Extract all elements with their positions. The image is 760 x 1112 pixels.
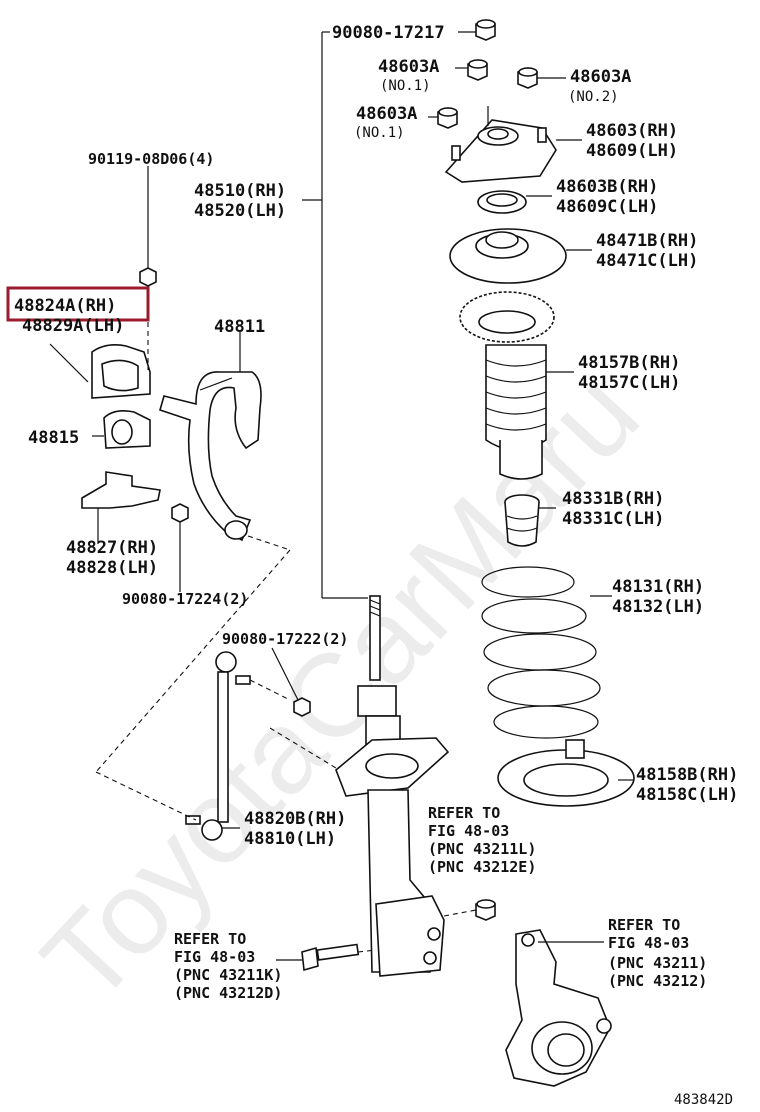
strut-assembly-bracket <box>302 31 368 599</box>
ref2-line4: (PNC 43212D) <box>174 984 282 1002</box>
label-48471b-rh: 48471B(RH) <box>596 231 698 251</box>
ref1-line3: (PNC 43211L) <box>428 840 536 858</box>
ref2-line2: FIG 48-03 <box>174 948 255 966</box>
strut-mount[interactable] <box>444 106 557 183</box>
label-48603a-1-no: (NO.1) <box>380 78 431 94</box>
label-48157c-lh: 48157C(LH) <box>578 373 680 393</box>
bracket-bolt[interactable] <box>139 267 157 287</box>
knuckle-nut[interactable] <box>475 899 496 921</box>
label-48520-lh: 48520(LH) <box>194 201 286 221</box>
top-nut[interactable] <box>475 19 496 41</box>
label-48609c-lh: 48609C(LH) <box>556 197 658 217</box>
ref2-line1: REFER TO <box>174 930 246 948</box>
label-48820b-rh: 48820B(RH) <box>244 809 346 829</box>
coil-spring[interactable] <box>481 566 601 739</box>
ref3-line3: (PNC 43211) <box>608 954 707 972</box>
label-48603a-2: 48603A <box>570 67 631 87</box>
stabilizer-link[interactable] <box>185 651 251 841</box>
label-48158b-rh: 48158B(RH) <box>636 765 738 785</box>
ref3-line1: REFER TO <box>608 916 680 934</box>
label-48603-rh: 48603(RH) <box>586 121 678 141</box>
nut-48603a-no1-lower[interactable] <box>437 107 458 129</box>
label-48828-lh: 48828(LH) <box>66 558 158 578</box>
label-48603a-1: 48603A <box>378 57 439 77</box>
knuckle-bolt[interactable] <box>301 943 360 972</box>
stabilizer-bracket-lower[interactable] <box>81 471 161 509</box>
label-48131-rh: 48131(RH) <box>612 577 704 597</box>
diagram-code: 483842D <box>674 1092 733 1108</box>
label-48471c-lh: 48471C(LH) <box>596 251 698 271</box>
label-90119: 90119-08D06(4) <box>88 150 214 168</box>
ref1-line4: (PNC 43212E) <box>428 858 536 876</box>
label-90080-17217: 90080-17217 <box>332 23 445 43</box>
bump-stopper[interactable] <box>504 494 540 547</box>
label-48827-rh: 48827(RH) <box>66 538 158 558</box>
ref2-line3: (PNC 43211K) <box>174 966 282 984</box>
label-48603a-3-no: (NO.1) <box>354 125 405 141</box>
nut-48603a-no1-upper[interactable] <box>467 59 488 81</box>
label-48132-lh: 48132(LH) <box>612 597 704 617</box>
label-90080-17224: 90080-17224(2) <box>122 590 248 608</box>
ref1-line2: FIG 48-03 <box>428 822 509 840</box>
label-48811: 48811 <box>214 317 265 337</box>
bar-nut[interactable] <box>171 503 189 523</box>
label-48810-lh: 48810(LH) <box>244 829 336 849</box>
lower-spring-insulator[interactable] <box>497 739 635 807</box>
label-48603b-rh: 48603B(RH) <box>556 177 658 197</box>
ref1-line1: REFER TO <box>428 804 500 822</box>
spring-bumper-boot[interactable] <box>459 291 555 480</box>
label-48331c-lh: 48331C(LH) <box>562 509 664 529</box>
label-48609-lh: 48609(LH) <box>586 141 678 161</box>
label-48157b-rh: 48157B(RH) <box>578 353 680 373</box>
strut-bearing[interactable] <box>477 190 527 214</box>
watermark: ToyotaCarMaru <box>17 348 664 1028</box>
stabilizer-bar[interactable] <box>159 371 262 542</box>
label-48603a-2-no: (NO.2) <box>568 89 619 105</box>
steering-knuckle[interactable] <box>505 929 612 1087</box>
label-90080-17222: 90080-17222(2) <box>222 630 348 648</box>
label-48510-rh: 48510(RH) <box>194 181 286 201</box>
label-48158c-lh: 48158C(LH) <box>636 785 738 805</box>
label-48815: 48815 <box>28 428 79 448</box>
ref3-line4: (PNC 43212) <box>608 972 707 990</box>
stabilizer-bushing[interactable] <box>103 410 151 449</box>
label-48331b-rh: 48331B(RH) <box>562 489 664 509</box>
label-48829a-lh: 48829A(LH) <box>22 316 124 336</box>
nut-48603a-no2[interactable] <box>517 67 538 89</box>
upper-spring-seat[interactable] <box>449 228 567 284</box>
shock-absorber[interactable] <box>335 595 450 977</box>
ref3-line2: FIG 48-03 <box>608 934 689 952</box>
link-nut[interactable] <box>293 697 311 717</box>
label-48603a-3: 48603A <box>356 104 417 124</box>
stabilizer-bracket-upper[interactable] <box>91 344 151 399</box>
highlight-box <box>6 286 150 322</box>
label-48824a-rh: 48824A(RH) <box>14 296 116 316</box>
